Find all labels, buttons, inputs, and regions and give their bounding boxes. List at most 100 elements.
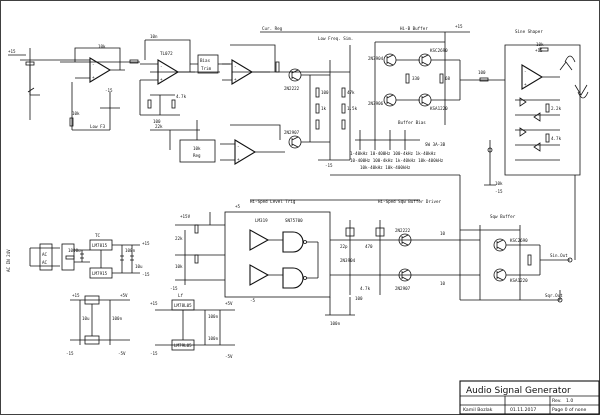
svg-text:4.7k: 4.7k bbox=[176, 94, 187, 99]
svg-text:22k: 22k bbox=[175, 236, 183, 241]
svg-text:AC: AC bbox=[42, 252, 48, 257]
svg-text:Sqr.Out: Sqr.Out bbox=[545, 293, 563, 298]
svg-text:-15: -15 bbox=[150, 351, 158, 356]
svg-text:-15: -15 bbox=[66, 351, 74, 356]
transistor-q2: 2N2907 bbox=[284, 130, 302, 149]
sqw-buffer: Sqw Buffer KSC2690 KSA1220 Sin.Out 10 10 bbox=[420, 214, 573, 300]
svg-text:2N2222: 2N2222 bbox=[395, 228, 411, 233]
svg-text:10n: 10n bbox=[150, 34, 158, 39]
svg-text:10k: 10k bbox=[495, 181, 503, 186]
svg-text:+5V: +5V bbox=[120, 293, 128, 298]
svg-text:10u: 10u bbox=[135, 264, 143, 269]
svg-text:1.5k: 1.5k bbox=[347, 106, 358, 111]
range-switch: 1-40kHz 10-400Hz 100-4kHz 1k-40kHz 10-40… bbox=[350, 130, 446, 170]
sqw-buffer-driver: Hi-Sped Sqw Buffer Driver 2N2222 2N2907 … bbox=[330, 199, 442, 301]
svg-text:Low F3: Low F3 bbox=[90, 124, 106, 129]
svg-text:470: 470 bbox=[365, 244, 373, 249]
svg-text:2.2k: 2.2k bbox=[551, 106, 562, 111]
svg-text:+: + bbox=[237, 157, 240, 162]
svg-text:Sqw Buffer: Sqw Buffer bbox=[490, 214, 516, 219]
svg-text:Page 0 of none: Page 0 of none bbox=[552, 407, 586, 413]
svg-text:100: 100 bbox=[321, 90, 329, 95]
svg-text:+: + bbox=[160, 77, 163, 82]
svg-text:+15: +15 bbox=[8, 49, 16, 54]
svg-text:4.7k: 4.7k bbox=[360, 286, 371, 291]
svg-text:1-40kHz 10-400Hz 100-4kHz 1k-4: 1-40kHz 10-400Hz 100-4kHz 1k-40kHz bbox=[350, 151, 436, 156]
svg-text:LM78L05: LM78L05 bbox=[174, 303, 192, 308]
svg-text:2N2907: 2N2907 bbox=[284, 130, 300, 135]
svg-text:330: 330 bbox=[412, 76, 420, 81]
svg-text:10-400Hz 100-4kHz 1k-40kHz 10k: 10-400Hz 100-4kHz 1k-40kHz 10k-400kHz bbox=[350, 158, 444, 163]
svg-text:100n: 100n bbox=[330, 321, 341, 326]
svg-text:-5: -5 bbox=[250, 298, 256, 303]
title-block: Audio Signal Generator Rev. 1.0 Kamil Bo… bbox=[459, 380, 600, 415]
svg-text:10: 10 bbox=[440, 231, 446, 236]
svg-text:LM7815: LM7815 bbox=[92, 243, 108, 248]
svg-text:-15: -15 bbox=[495, 189, 503, 194]
svg-text:+: + bbox=[524, 82, 527, 87]
svg-text:Rev.: Rev. bbox=[552, 398, 562, 404]
opamp-cur-reg: - + Cur. Reg bbox=[222, 26, 283, 85]
svg-text:+15: +15 bbox=[150, 301, 158, 306]
svg-text:Reg: Reg bbox=[193, 153, 201, 158]
svg-text:KSC2690: KSC2690 bbox=[430, 48, 448, 53]
svg-text:10k: 10k bbox=[175, 264, 183, 269]
reg-5v-left: +15 +5V -15 -5V 10u 100n bbox=[66, 293, 130, 356]
reg-5v-mid: LM78L05 LM79L05 100n 100n +15 +5V -15 -5… bbox=[150, 293, 235, 359]
svg-text:-: - bbox=[160, 64, 163, 69]
svg-text:SN75700: SN75700 bbox=[285, 218, 303, 223]
svg-text:Cur. Reg: Cur. Reg bbox=[262, 26, 283, 31]
svg-text:TC: TC bbox=[95, 233, 101, 238]
svg-text:-5V: -5V bbox=[225, 354, 233, 359]
svg-text:01.11.2017: 01.11.2017 bbox=[510, 407, 536, 413]
svg-text:10k-40kHz 10k-400kHz: 10k-40kHz 10k-400kHz bbox=[360, 165, 411, 170]
svg-text:KSA1220: KSA1220 bbox=[510, 278, 528, 283]
svg-text:Lf: Lf bbox=[178, 293, 184, 298]
svg-text:2N3906: 2N3906 bbox=[368, 101, 384, 106]
svg-text:+15: +15 bbox=[142, 241, 150, 246]
svg-text:-: - bbox=[524, 69, 527, 74]
svg-text:2N3904: 2N3904 bbox=[368, 56, 384, 61]
svg-text:-: - bbox=[234, 64, 237, 69]
svg-text:10: 10 bbox=[440, 281, 446, 286]
svg-text:Bias: Bias bbox=[200, 58, 211, 63]
svg-text:10k: 10k bbox=[98, 44, 106, 49]
svg-text:Sin.Out: Sin.Out bbox=[550, 253, 568, 258]
opamp-integrator: -+ TL072 10n bbox=[129, 34, 195, 85]
svg-text:4.7k: 4.7k bbox=[551, 136, 562, 141]
svg-text:22p: 22p bbox=[340, 244, 348, 249]
svg-text:10k: 10k bbox=[193, 146, 201, 151]
svg-text:KSA1220: KSA1220 bbox=[430, 106, 448, 111]
svg-text:+5: +5 bbox=[235, 204, 241, 209]
svg-text:10k: 10k bbox=[536, 42, 544, 47]
svg-text:1000u: 1000u bbox=[68, 248, 81, 253]
svg-text:Hi-B Buffer: Hi-B Buffer bbox=[400, 26, 428, 31]
svg-text:100: 100 bbox=[355, 296, 363, 301]
svg-text:+15: +15 bbox=[72, 293, 80, 298]
svg-text:Sine Shaper: Sine Shaper bbox=[515, 29, 543, 34]
svg-text:+: + bbox=[234, 77, 237, 82]
svg-text:100n: 100n bbox=[112, 316, 123, 321]
svg-text:1.0: 1.0 bbox=[566, 398, 573, 404]
svg-text:+: + bbox=[92, 75, 95, 80]
reg-box: Bias Trim bbox=[190, 54, 230, 74]
author-text: Kamil Bozlak bbox=[463, 407, 493, 413]
svg-text:10u: 10u bbox=[82, 316, 90, 321]
svg-text:LM319: LM319 bbox=[255, 218, 268, 223]
svg-text:100: 100 bbox=[153, 119, 161, 124]
hi-b-buffer: Hi-B Buffer KSC2690 KSA1220 2N3904 2N390… bbox=[368, 26, 461, 130]
svg-text:100: 100 bbox=[478, 70, 486, 75]
svg-text:47k: 47k bbox=[347, 90, 355, 95]
svg-text:2N3904: 2N3904 bbox=[340, 258, 356, 263]
title-text: Audio Signal Generator bbox=[466, 386, 571, 396]
svg-text:+15: +15 bbox=[455, 24, 463, 29]
svg-text:SW 3A-3B: SW 3A-3B bbox=[425, 142, 446, 147]
svg-text:+15: +15 bbox=[535, 48, 543, 53]
svg-text:100n: 100n bbox=[125, 248, 136, 253]
svg-text:2N2222: 2N2222 bbox=[284, 86, 300, 91]
svg-text:LM79L05: LM79L05 bbox=[174, 343, 192, 348]
svg-text:22k: 22k bbox=[155, 124, 163, 129]
